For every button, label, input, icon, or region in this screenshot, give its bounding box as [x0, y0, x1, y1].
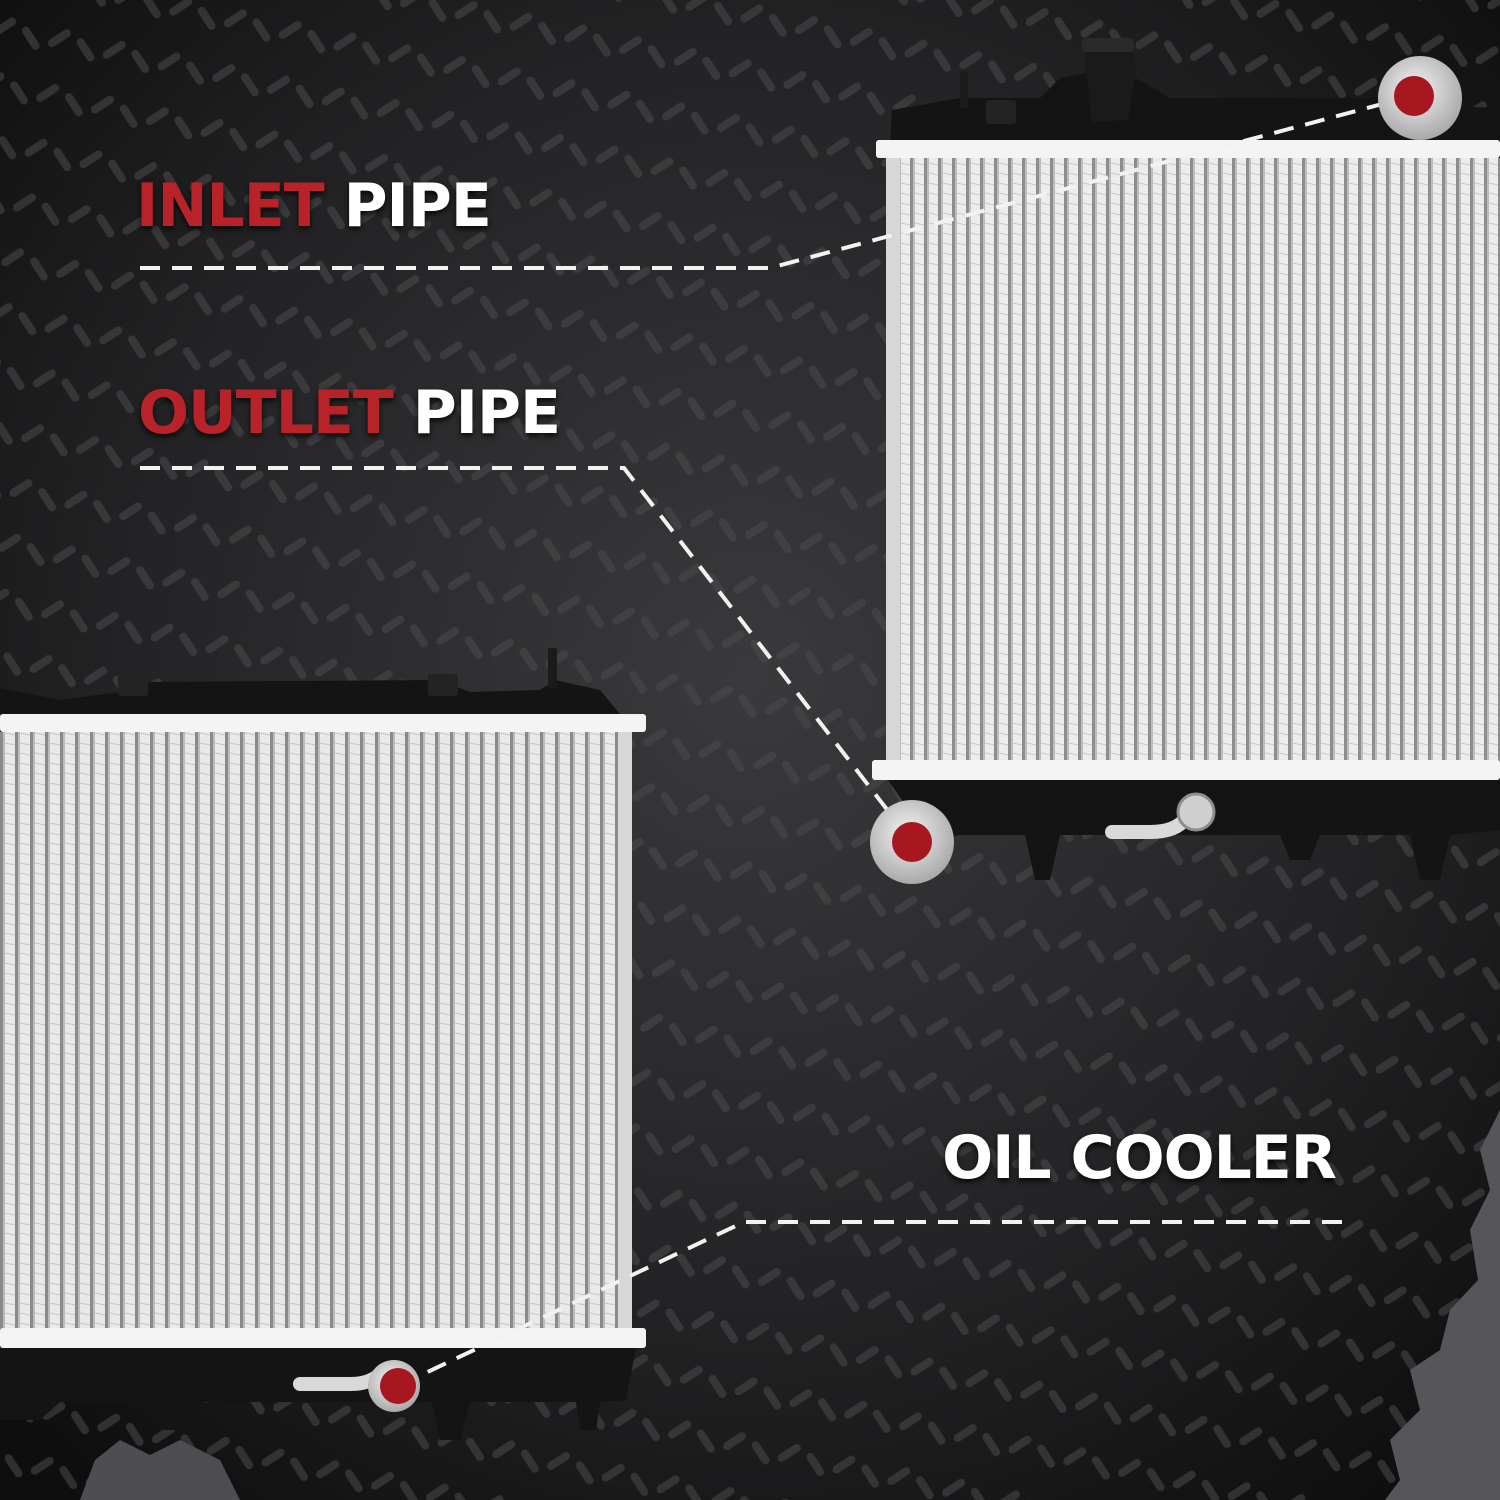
overflow-nozzle [548, 648, 557, 688]
inlet-leader-line [140, 94, 1413, 270]
outlet-pipe-label: OUTLET PIPE [138, 383, 561, 443]
radiator-top-right [872, 38, 1500, 880]
torn-edge-right [1385, 1110, 1500, 1500]
oil-cooler-marker-icon [368, 1360, 420, 1412]
lower-tank [0, 1348, 636, 1440]
leader-lines [140, 94, 1413, 1388]
side-tank-left [886, 158, 900, 768]
upper-tank [890, 70, 1500, 150]
inlet-pipe-label-highlight: INLET [136, 171, 325, 241]
top-plate [876, 140, 1500, 158]
upper-tank [0, 680, 620, 714]
upper-bracket [986, 100, 1016, 124]
core-fins [0, 732, 618, 1332]
side-tank-right [618, 732, 632, 1332]
outlet-pipe-marker-icon [870, 800, 954, 884]
bottom-plate [872, 760, 1500, 780]
inlet-pipe-label-rest: PIPE [343, 171, 492, 241]
outlet-leader-line [140, 466, 914, 844]
oil-cooler-label-text: OIL COOLER [942, 1123, 1337, 1193]
upper-bracket-right [428, 674, 458, 696]
inlet-pipe-label: INLET PIPE [136, 176, 492, 236]
top-plate [0, 714, 646, 732]
oil-cooler-leader-line [397, 1220, 1342, 1388]
overflow-nozzle [960, 72, 968, 108]
oil-cooler-label: OIL COOLER [942, 1128, 1337, 1188]
oil-cooler-fitting-nut [1176, 792, 1216, 832]
inlet-pipe-marker-icon [1378, 56, 1462, 140]
filler-neck-cap [1082, 38, 1134, 52]
core-fins [900, 158, 1500, 768]
torn-edge-bottom-left [80, 1440, 240, 1500]
bottom-plate [0, 1328, 646, 1348]
outlet-pipe-label-highlight: OUTLET [138, 378, 394, 448]
outlet-pipe-label-rest: PIPE [412, 378, 561, 448]
filler-neck [1085, 42, 1136, 122]
radiator-bottom-left [0, 648, 646, 1440]
upper-bracket-left [118, 674, 148, 696]
